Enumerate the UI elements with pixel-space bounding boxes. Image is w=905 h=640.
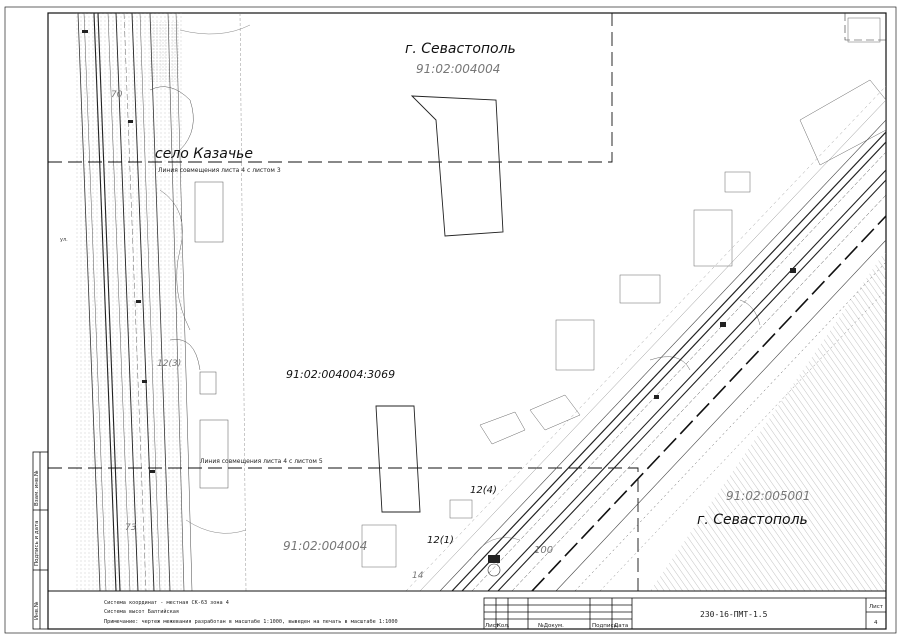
sheet-number: 4	[874, 620, 878, 626]
cadastral-boundary-bottom	[48, 467, 639, 591]
side-stamp-1: Взам. инв.№	[34, 470, 40, 506]
title-col-sign: Подпись	[592, 623, 617, 629]
cadastral-quarter-bottom-left: 91:02:004004	[283, 539, 367, 553]
note-height-system: Система высот Балтийская	[104, 609, 179, 615]
buildings	[361, 17, 886, 568]
sheet-label: Лист	[869, 604, 884, 610]
left-road-corridor	[76, 13, 251, 591]
cadastral-quarter-bottom-right: 91:02:005001	[726, 489, 810, 503]
note-scale: Примечание: чертеж межевания разработан …	[104, 618, 398, 625]
rail-label-12-1: 12(1)	[427, 535, 454, 546]
rail-label-100: 100	[534, 545, 553, 556]
side-stamp-2: Подпись и дата	[34, 520, 40, 566]
road-label-12-3: 12(3)	[157, 359, 181, 369]
side-stamp	[32, 451, 49, 630]
document-code: 230-16-ПМТ-1.5	[700, 610, 768, 619]
rail-label-12-4: 12(4)	[470, 485, 497, 496]
road-label-70: 70	[111, 90, 123, 100]
road-label-73: 73	[125, 523, 137, 533]
title-col-sheet: Лист	[485, 623, 500, 629]
title-col-doc: №Докум.	[538, 623, 564, 629]
note-coordinate-system: Система координат - местная СК-63 зона 4	[104, 600, 229, 606]
title-col-date: Дата	[614, 623, 628, 629]
side-stamp-3: Инв.№	[34, 601, 40, 620]
tiny-label-left: ул.	[60, 237, 68, 243]
village-label: село Казачье	[155, 146, 253, 162]
railway-corridor	[405, 85, 886, 591]
matchline-label-bottom: Линия совмещения листа 4 с листом 5	[200, 458, 323, 465]
parcel-upper	[410, 95, 504, 237]
outer-frame	[4, 6, 897, 634]
title-block	[483, 597, 887, 630]
matchline-label-top: Линия совмещения листа 4 с листом 3	[158, 167, 281, 174]
cadastral-boundary-top	[48, 13, 613, 163]
cadastral-quarter-top: 91:02:004004	[416, 62, 500, 76]
rail-label-14: 14	[412, 571, 424, 581]
quarter-boundary-right	[844, 13, 886, 41]
title-col-qty: Кол.	[497, 623, 510, 629]
city-label-bottom: г. Севастополь	[697, 512, 808, 528]
parcel-lower	[375, 405, 421, 513]
parcel-number-label: 91:02:004004:3069	[286, 368, 395, 381]
city-label-top: г. Севастополь	[405, 41, 516, 57]
